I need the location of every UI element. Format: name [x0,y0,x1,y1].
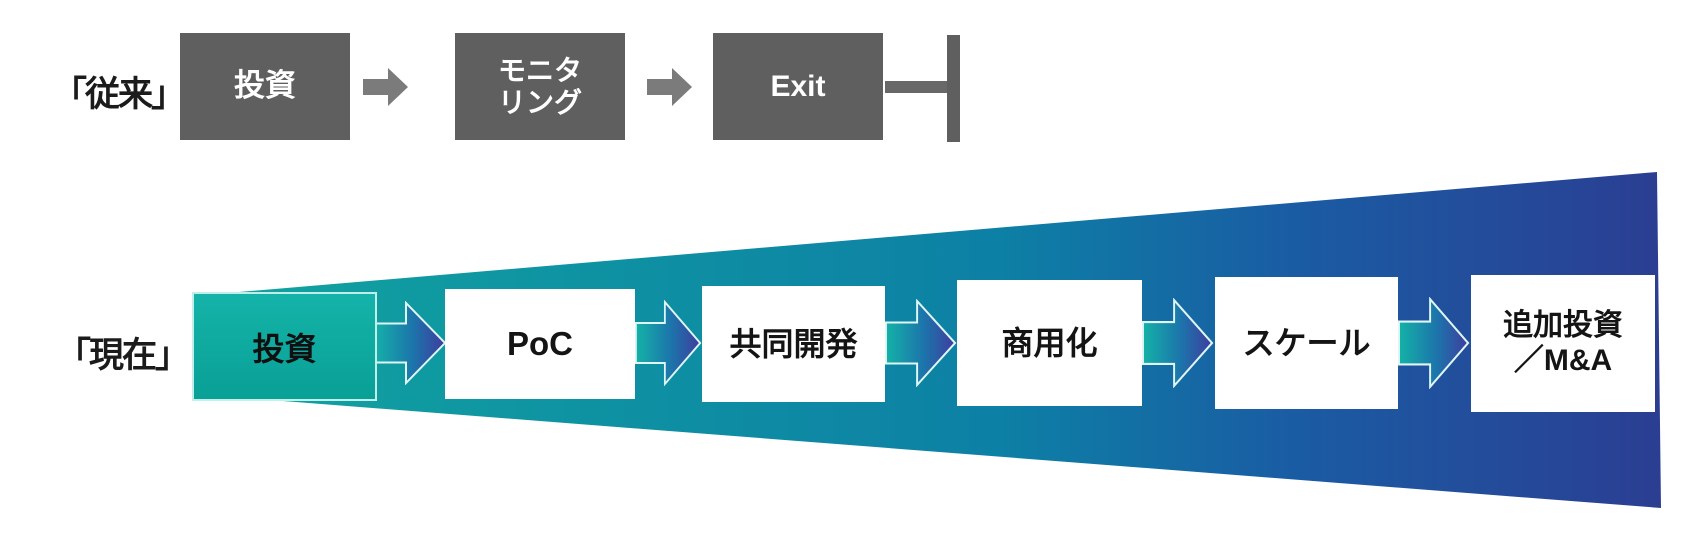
current-step-box-invest: 投資 [192,292,377,401]
traditional-step-box-invest: 投資 [180,33,350,140]
current-step-box-commercialize: 商用化 [957,280,1142,406]
current-row-label: 「現在」 [56,336,190,375]
gradient-right-arrow-icon [1142,298,1214,388]
terminator-end-bar [947,35,960,142]
current-step-box-scale: スケール [1215,277,1398,409]
gradient-right-arrow-icon [373,301,447,385]
current-step-box-poc: PoC [445,289,635,399]
traditional-row-label: 「従来」 [52,75,186,114]
current-step-box-followon-ma: 追加投資 ／M&A [1471,275,1655,412]
gradient-right-arrow-icon [635,300,702,386]
traditional-step-box-monitoring: モニタ リング [455,33,625,140]
traditional-step-box-exit: Exit [713,33,883,140]
right-arrow-icon [647,68,692,106]
terminator-connector-line [885,81,947,93]
gradient-right-arrow-icon [1398,297,1470,389]
current-step-box-codev: 共同開発 [702,286,885,402]
gradient-right-arrow-icon [885,299,957,387]
right-arrow-icon [363,68,408,106]
